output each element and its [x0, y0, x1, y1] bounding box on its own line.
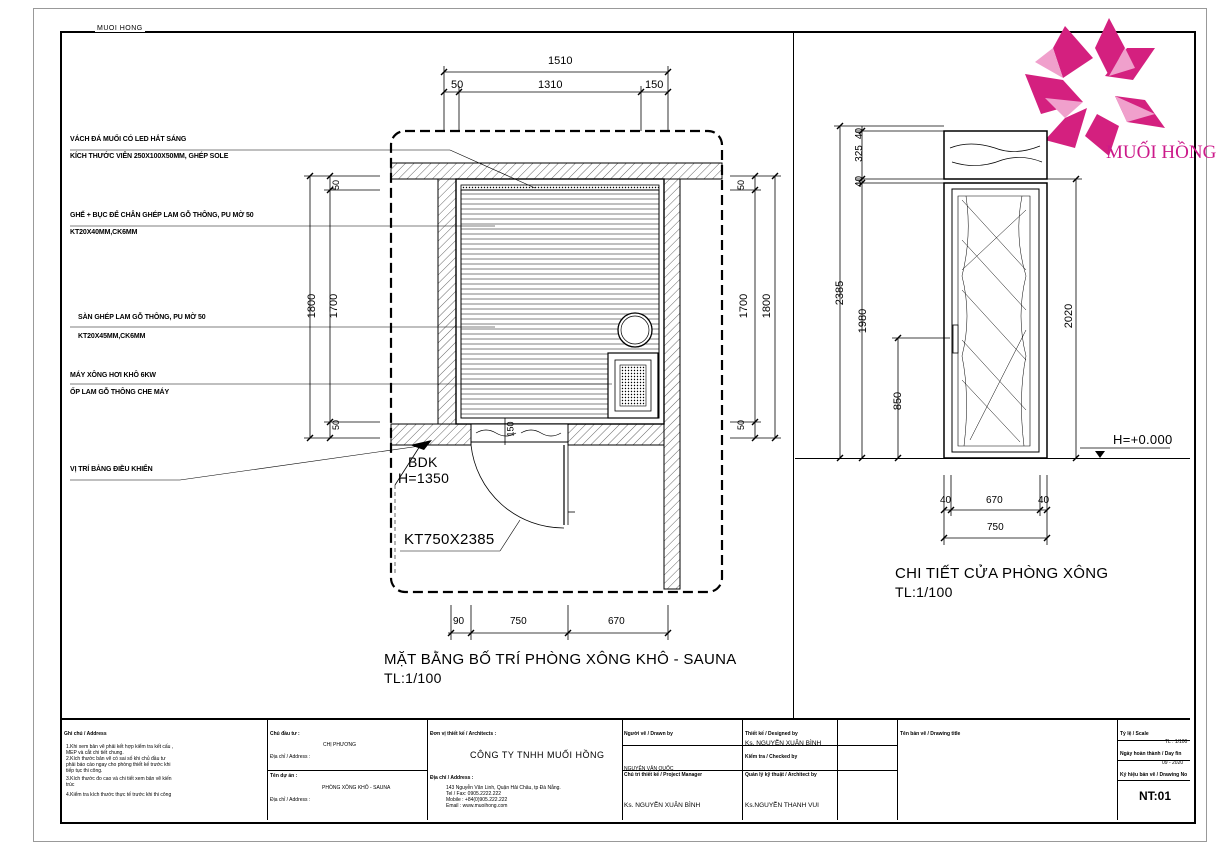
tb-sheet-header: Tên bản vẽ / Drawing title [900, 731, 961, 737]
door-label: KT750X2385 [404, 531, 495, 548]
bdk-height: H=1350 [398, 470, 450, 486]
tb-note-line-1: 1.Khi xem bản vẽ phải kết hợp kiểm tra k… [66, 744, 174, 750]
tb-design-value: Ks. NGUYỄN XUÂN BÌNH [745, 740, 822, 747]
tb-pm-header: Chủ trì thiết kế / Project Manager [624, 772, 703, 778]
door-dim-right: 2020 [1063, 303, 1076, 329]
tb-date-value: 09 - 2020 [1162, 760, 1184, 766]
door-dim-total: 2385 [834, 280, 847, 306]
tb-company: CÔNG TY TNHH MUỐI HỒNG [470, 750, 605, 760]
tb-date-header: Ngày hoàn thành / Day fin [1120, 751, 1182, 757]
dim-top-left: 50 [451, 79, 464, 91]
tb-check-header: Kiểm tra / Checked by [745, 754, 798, 760]
tb-item-value: PHÒNG XÔNG KHÔ - SAUNA [322, 785, 391, 791]
tb-owner-header: Chủ đầu tư : [270, 731, 300, 737]
tb-designer-addr-header: Địa chỉ / Address : [430, 775, 474, 781]
note-9: VỊ TRÍ BẢNG ĐIỀU KHIỂN [70, 466, 153, 473]
door-dim-bottom-left: 40 [940, 495, 952, 506]
level-marker-icon [1095, 451, 1105, 458]
bucket-icon [617, 312, 653, 348]
door-dim-handle: 850 [892, 391, 905, 411]
door-scale: TL:1/100 [895, 584, 953, 600]
logo-text: MUỐI HỒNG [1106, 142, 1217, 163]
tb-approve-value: Ks.NGUYỄN THANH VUI [745, 802, 819, 809]
tb-designer-tel: Tel / Fax: 0905.2222.222 [446, 791, 502, 797]
plan-boundary [389, 129, 724, 594]
note-2: KÍCH THƯỚC VIÊN 250X100X50MM, GHÉP SOLE [70, 153, 229, 160]
bdk-label: BDK [408, 454, 438, 470]
dim-top-total: 1510 [548, 55, 573, 67]
tb-drawing-code: NT:01 [1139, 789, 1172, 803]
dim-bottom-b: 750 [510, 616, 527, 627]
tb-design-header: Thiết kế / Designed by [745, 731, 798, 737]
door-dim-top: 40 [854, 127, 866, 140]
door-dim-bottom-total: 750 [987, 522, 1004, 533]
frame-tag: MUOI HONG [95, 25, 145, 32]
tb-approve-header: Quản lý kỹ thuật / Architect by [745, 772, 817, 778]
dimension-ticks [306, 68, 779, 637]
tb-designer-addr: 143 Nguyễn Văn Linh, Quận Hải Châu, tp Đ… [446, 785, 561, 791]
note-4: KT20X40MM,CK6MM [70, 229, 138, 236]
door-step [470, 423, 569, 443]
door-handle-icon [952, 324, 959, 354]
tb-note-line-5: tiếp tục thi công. [66, 768, 103, 774]
tb-drawn-value: NGUYỄN VĂN QUỐC [624, 766, 674, 772]
tb-scale-header: Tỷ lệ / Scale [1120, 731, 1149, 737]
tb-item-header: Tên dự án : [270, 773, 298, 779]
title-block [62, 718, 1190, 820]
door-panel [943, 182, 1048, 459]
door-dimension-ticks [836, 122, 1080, 542]
tb-note-line-6: 3.Kích thước đo cao và chi tiết xem bản … [66, 776, 172, 782]
door-dim-mid: 40 [854, 175, 866, 188]
door-dim-bottom-middle: 670 [986, 495, 1003, 506]
note-5: SÀN GHÉP LAM GỖ THÔNG, PU MỜ 50 [78, 314, 206, 321]
dim-bottom-a: 90 [453, 616, 465, 627]
tb-note-line-7: trúc [66, 782, 75, 788]
dim-bottom-c: 670 [608, 616, 625, 627]
door-dimension-lines [834, 125, 1170, 545]
tb-notes-header: Ghi chú / Address [64, 731, 107, 737]
tb-owner-value: CHỊ PHƯƠNG [323, 742, 357, 748]
note-6: KT20X45MM,CK6MM [78, 333, 146, 340]
door-dim-transom: 325 [853, 145, 865, 162]
tb-note-line-2: MEP và cắt chi tiết chung. [66, 750, 124, 756]
note-7: MÁY XÔNG HƠI KHÔ 6KW [70, 372, 156, 379]
tb-designer-email: Email : www.muoihong.com [446, 803, 508, 809]
door-dim-bottom-right: 40 [1038, 495, 1050, 506]
tb-code-header: Ký hiệu bản vẽ / Drawing No [1120, 772, 1188, 778]
door-glass-pattern [961, 195, 1027, 447]
door-swing [470, 444, 565, 529]
control-panel-icon [410, 440, 432, 450]
plan-scale: TL:1/100 [384, 670, 442, 686]
door-dim-door: 1980 [857, 308, 870, 334]
tb-note-line-8: 4.Kiểm tra kích thước thực tế trước khi … [66, 792, 172, 798]
tb-designer-header: Đơn vị thiết kế / Architects : [430, 731, 497, 737]
inner-frame [60, 31, 1196, 824]
door-title: CHI TIẾT CỬA PHÒNG XÔNG [895, 565, 1109, 582]
tb-owner-addr-header: Địa chỉ / Address : [270, 754, 311, 760]
muoi-hong-logo-icon [1025, 18, 1165, 156]
note-8: ỐP LAM GỖ THÔNG CHE MÁY [70, 389, 170, 396]
dim-top-middle: 1310 [538, 79, 563, 91]
plan-title: MẶT BẰNG BỐ TRÍ PHÒNG XÔNG KHÔ - SAUNA [384, 651, 737, 668]
note-1: VÁCH ĐÁ MUỐI CÓ LED HẮT SÁNG [70, 136, 187, 143]
tb-drawn-header: Người vẽ / Drawn by [624, 731, 673, 737]
outer-frame [33, 8, 1207, 842]
door-level: H=+0.000 [1113, 432, 1173, 447]
tb-note-line-3: 2.Kích thước bản vẽ có sai số khi chủ đầ… [66, 756, 166, 762]
note-3: GHẾ + BỤC ĐỂ CHÂN GHÉP LAM GỖ THÔNG, PU … [70, 212, 254, 219]
dim-top-right: 150 [645, 79, 664, 91]
tb-pm-value: Ks. NGUYỄN XUÂN BÌNH [624, 802, 701, 809]
door-transom [943, 130, 1048, 180]
tb-note-line-4: phải báo cáo ngay cho phòng thiết kế trư… [66, 762, 171, 768]
tb-scale-value: TL : 1/100 [1165, 739, 1188, 745]
tb-designer-mobile: Mobile : +84(0)905.222.222 [446, 797, 508, 803]
tb-item-addr-header: Địa chỉ / Address : [270, 797, 311, 803]
note-leader-lines [70, 149, 612, 552]
panel-divider [793, 33, 794, 718]
